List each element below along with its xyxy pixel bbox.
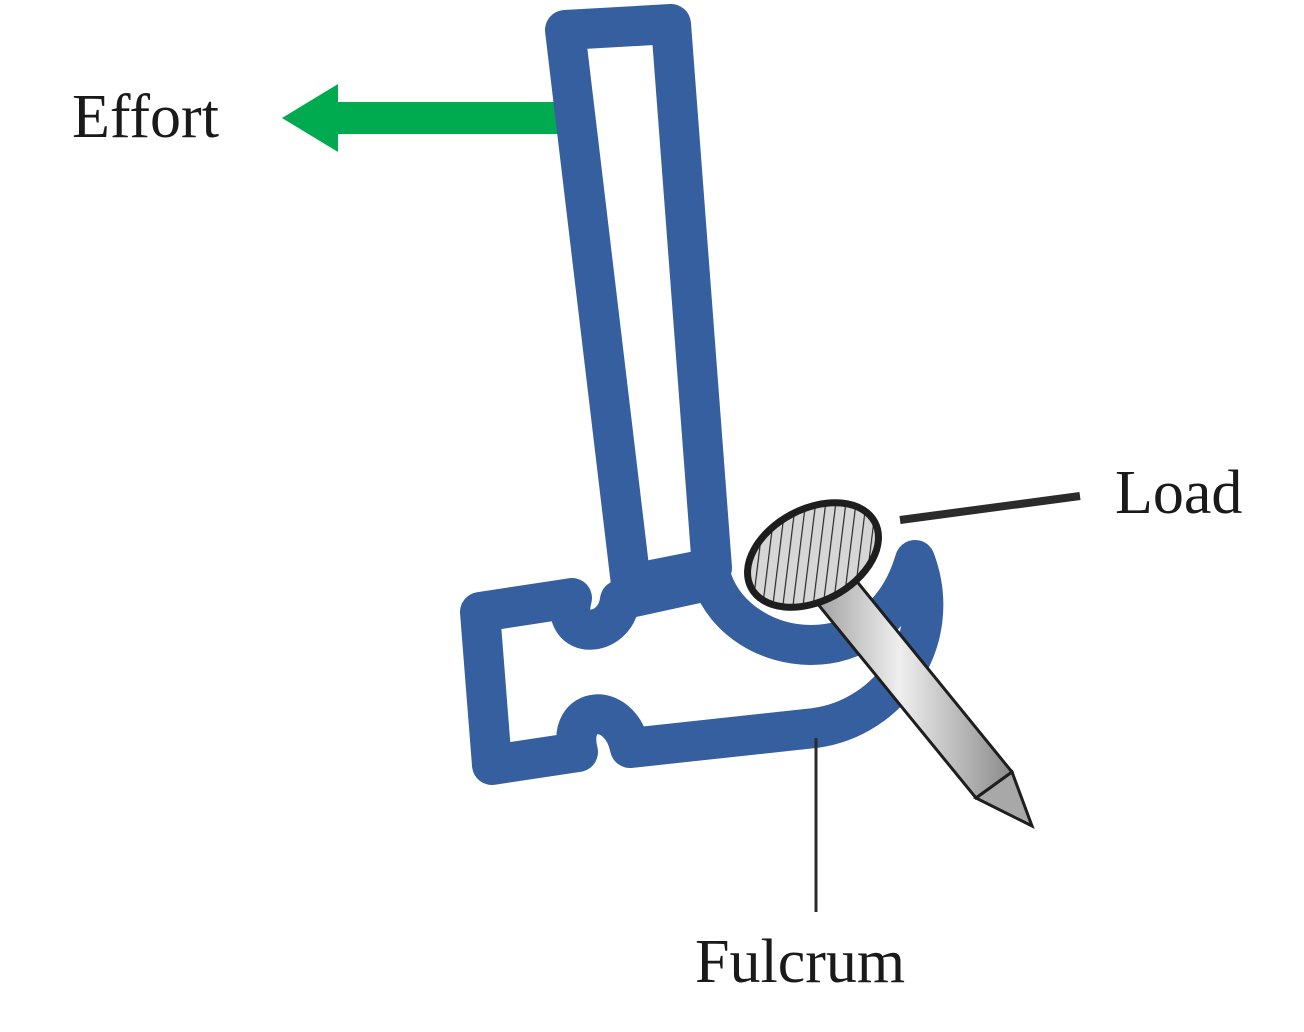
nail-tip [973,769,1035,830]
effort-arrow [282,84,558,152]
nail-head [744,499,882,611]
claw-hammer-icon [460,4,944,785]
load-leader-line [899,492,1081,524]
arrow-shaft [330,102,558,134]
load-label: Load [1115,459,1242,527]
hammer-head [460,540,944,785]
fulcrum-label: Fulcrum [695,928,905,996]
nail-icon [744,499,1035,830]
arrow-left-icon [282,84,338,152]
effort-label: Effort [72,83,219,151]
hammer-handle [545,4,732,604]
